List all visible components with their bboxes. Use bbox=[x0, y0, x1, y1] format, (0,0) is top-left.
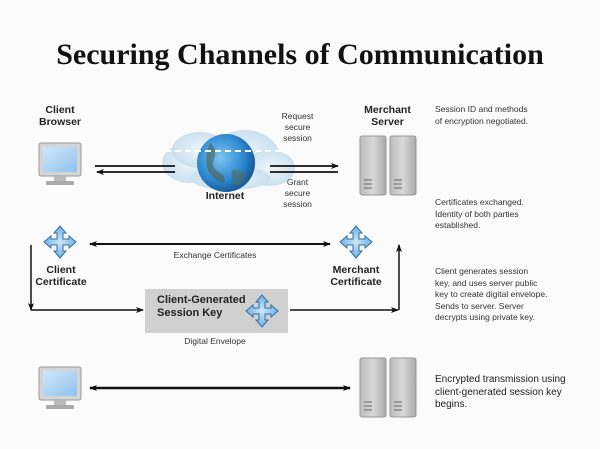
note1-line2: of encryption negotiated. bbox=[435, 115, 529, 126]
session-key-label-line1: Client-Generated bbox=[157, 294, 246, 306]
exchange-certificates-label: Exchange Certificates bbox=[173, 250, 257, 260]
client-browser-label: Client Browser bbox=[30, 104, 90, 128]
merchant-server-bottom-icon bbox=[359, 357, 417, 418]
grant-secure-session-label: Grant secure session bbox=[275, 177, 320, 210]
note4-line3: begins. bbox=[435, 399, 468, 410]
digital-envelope-label: Digital Envelope bbox=[184, 336, 246, 346]
client-browser-monitor-icon bbox=[38, 142, 82, 185]
request-label-line2: secure bbox=[284, 122, 311, 132]
note2-line3: established. bbox=[435, 220, 481, 230]
session-key-label-line2: Session Key bbox=[157, 307, 223, 319]
note4-line2: client-generated session key bbox=[435, 386, 562, 398]
merchant-server-label: Merchant Server bbox=[355, 104, 420, 128]
note3-line5: decrypts using private key. bbox=[435, 312, 535, 322]
note2-line1: Certificates exchanged. bbox=[435, 197, 524, 207]
client-certificate-label: Client Certificate bbox=[30, 264, 92, 288]
client-certificate-label-line2: Certificate bbox=[35, 276, 87, 288]
merchant-server-label-line2: Server bbox=[371, 116, 404, 128]
grant-label-line3: session bbox=[283, 199, 312, 209]
note-encrypted-transmission: Encrypted transmission using client-gene… bbox=[435, 374, 566, 412]
internet-globe-icon bbox=[197, 134, 255, 192]
merchant-server-label-line1: Merchant bbox=[364, 104, 411, 116]
note3-line3: key to create digital envelope. bbox=[435, 289, 548, 299]
request-secure-session-label: Request secure session bbox=[275, 111, 320, 144]
client-certificate-label-line1: Client bbox=[46, 264, 76, 276]
client-monitor-bottom-icon bbox=[38, 366, 82, 409]
merchant-certificate-icon bbox=[339, 225, 373, 259]
client-certificate-icon bbox=[43, 225, 77, 259]
merchant-server-icon bbox=[359, 135, 417, 196]
session-key-label: Client-Generated Session Key bbox=[157, 294, 246, 320]
note3-line4: Sends to server. Server bbox=[435, 300, 524, 311]
note3-line2: key, and uses server public bbox=[435, 277, 538, 288]
note-session-key-generation: Client generates session key, and uses s… bbox=[435, 266, 547, 324]
grant-label-line1: Grant bbox=[286, 177, 309, 187]
merchant-certificate-label-line2: Certificate bbox=[330, 276, 382, 288]
merchant-certificate-label: Merchant Certificate bbox=[322, 264, 390, 288]
request-label-line1: Request bbox=[281, 111, 314, 121]
note2-line2: Identity of both parties bbox=[435, 208, 519, 219]
note-certificates-exchanged: Certificates exchanged. Identity of both… bbox=[435, 197, 524, 232]
note1-line1: Session ID and methods bbox=[435, 104, 528, 114]
page-title: Securing Channels of Communication bbox=[56, 38, 544, 71]
request-label-line3: session bbox=[283, 133, 312, 143]
note3-line1: Client generates session bbox=[435, 266, 529, 276]
client-browser-label-line2: Browser bbox=[38, 116, 81, 128]
grant-label-line2: secure bbox=[284, 188, 311, 198]
merchant-certificate-label-line1: Merchant bbox=[332, 264, 380, 276]
note4-line1: Encrypted transmission using bbox=[435, 374, 566, 385]
client-browser-label-line1: Client bbox=[45, 104, 75, 116]
internet-label: Internet bbox=[205, 190, 245, 202]
note-session-negotiation: Session ID and methods of encryption neg… bbox=[435, 104, 528, 127]
